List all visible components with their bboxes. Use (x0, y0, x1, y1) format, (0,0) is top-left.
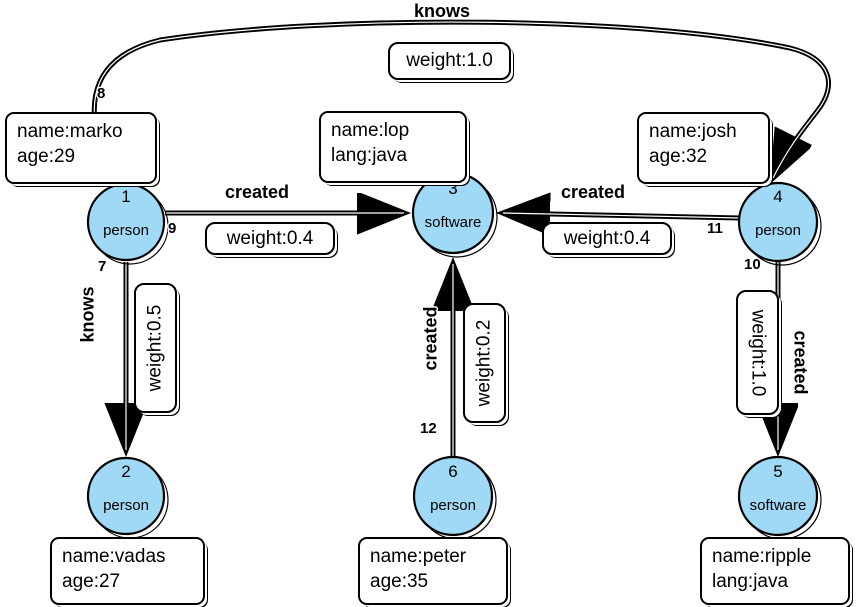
node-3[interactable]: 3 software (411, 171, 498, 258)
edge-7-label-text: knows (77, 286, 98, 343)
node-1-id: 1 (121, 187, 130, 206)
edge-7-weight-text: weight:0.5 (144, 304, 166, 392)
edge-7-weight-box: weight:0.5 (134, 283, 177, 413)
node-4-circle (737, 181, 819, 263)
edge-11-id: 11 (707, 220, 723, 237)
node-1[interactable]: 1 person (86, 182, 169, 265)
node-4-type: person (755, 222, 801, 239)
edge-10-id: 10 (744, 256, 761, 273)
node-1-type: person (103, 222, 149, 239)
node-1-properties: name:marko age:29 (5, 112, 157, 184)
edge-10-label: created (790, 330, 811, 395)
edge-9-id: 9 (168, 220, 177, 237)
edge-12-label: created (420, 306, 441, 371)
node-4-id: 4 (773, 187, 782, 206)
node-6-type: person (430, 497, 476, 514)
edge-12-weight-box: weight:0.2 (463, 303, 506, 423)
edge-9-weight-box: weight:0.4 (205, 222, 335, 255)
edge-9-weight-text: weight:0.4 (226, 227, 314, 249)
node-5-type: software (750, 497, 807, 514)
node-2[interactable]: 2 person (86, 456, 169, 539)
edge-8-path-highlight (93, 21, 830, 186)
node-2-id: 2 (121, 462, 130, 481)
node-5[interactable]: 5 software (737, 455, 822, 540)
node-5-properties: name:ripple lang:java (700, 537, 850, 605)
edge-9-label: created (225, 182, 290, 202)
node-5-circle (737, 455, 819, 537)
edge-8-knows[interactable] (91, 19, 832, 186)
edge-12-label-text: created (420, 306, 441, 371)
node-6-properties: name:peter age:35 (358, 537, 508, 605)
node-3-type: software (425, 214, 482, 231)
node-2-type: person (103, 497, 149, 514)
edge-10-weight-text: weight:1.0 (747, 309, 769, 396)
edge-11-weight-text: weight:0.4 (563, 227, 651, 249)
edge-8-weight-text: weight:1.0 (406, 50, 493, 71)
node-3-properties: name:lop lang:java (319, 111, 467, 183)
node-4-properties: name:josh age:32 (637, 112, 770, 184)
node-1-circle (86, 182, 166, 262)
edge-11-weight-box: weight:0.4 (542, 222, 672, 255)
edge-7-label: knows (77, 286, 98, 343)
edge-11-path-highlight (502, 212, 741, 219)
edge-8-label: knows (414, 1, 471, 21)
edge-12-id: 12 (420, 420, 437, 437)
node-6-circle (412, 455, 494, 537)
edge-10-label-text: created (790, 330, 811, 395)
edge-8-id: 8 (97, 85, 106, 102)
edge-7-id: 7 (98, 258, 107, 275)
edge-10-weight-box: weight:1.0 (736, 290, 779, 415)
node-5-id: 5 (773, 462, 782, 481)
edge-8-weight-box: weight:1.0 (388, 42, 511, 80)
node-2-circle (86, 456, 166, 536)
node-6[interactable]: 6 person (412, 455, 497, 540)
edge-11-label: created (561, 182, 626, 202)
node-2-properties: name:vadas age:27 (50, 537, 205, 605)
node-3-id: 3 (448, 179, 457, 198)
edge-11-created[interactable] (502, 212, 741, 219)
node-4[interactable]: 4 person (737, 181, 822, 266)
edge-12-weight-text: weight:0.2 (473, 319, 495, 407)
node-6-id: 6 (448, 462, 457, 481)
